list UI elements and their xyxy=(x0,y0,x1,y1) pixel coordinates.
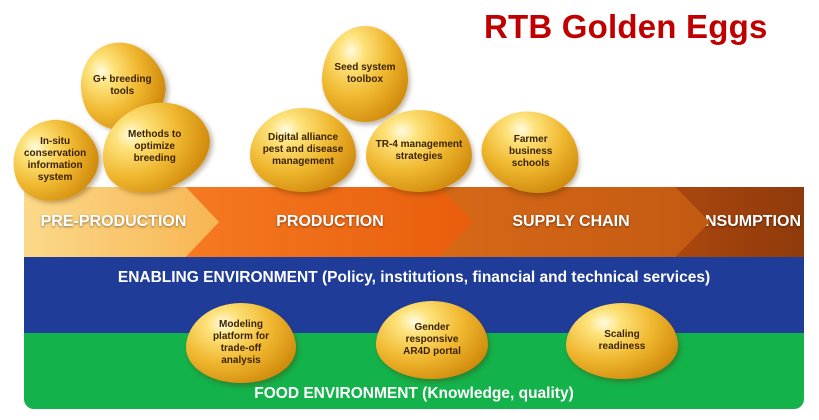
page-title: RTB Golden Eggs xyxy=(484,8,768,45)
egg-label: Digital alliance pest and disease manage… xyxy=(262,132,344,167)
egg-label: Seed system toolbox xyxy=(334,62,396,85)
egg-label: Gender responsive AR4D portal xyxy=(403,322,461,357)
stage-production: PRODUCTION xyxy=(184,187,474,257)
egg-digital-alliance: Digital alliance pest and disease manage… xyxy=(250,108,356,192)
egg-tr4-management: TR-4 management strategies xyxy=(366,110,472,192)
egg-label: Modeling platform for trade-off analysis xyxy=(212,319,270,366)
egg-gender-responsive-portal: Gender responsive AR4D portal xyxy=(376,301,488,379)
enabling-environment-label: ENABLING ENVIRONMENT (Policy, institutio… xyxy=(117,269,711,286)
stage-label: PRE-PRODUCTION xyxy=(40,213,187,230)
food-environment-label: FOOD ENVIRONMENT (Knowledge, quality) xyxy=(254,385,574,402)
stage-label: PRODUCTION xyxy=(276,213,384,230)
stage-label: CONSUMPTION xyxy=(681,213,801,230)
egg-modeling-platform: Modeling platform for trade-off analysis xyxy=(186,303,296,383)
egg-label: Scaling readiness xyxy=(598,329,646,352)
egg-label: G+ breeding tools xyxy=(92,74,152,97)
egg-label: Farmer business schools xyxy=(509,133,553,169)
egg-seed-system-toolbox: Seed system toolbox xyxy=(322,26,408,122)
egg-label: In-situ conservation information system xyxy=(23,136,87,183)
stage-label: SUPPLY CHAIN xyxy=(512,213,630,230)
egg-label: Methods to optimize breeding xyxy=(128,129,182,165)
value-chain: PRE-PRODUCTION PRODUCTION SUPPLY CHAIN C… xyxy=(24,187,804,257)
egg-label: TR-4 management strategies xyxy=(375,139,463,162)
egg-scaling-readiness: Scaling readiness xyxy=(566,303,678,379)
